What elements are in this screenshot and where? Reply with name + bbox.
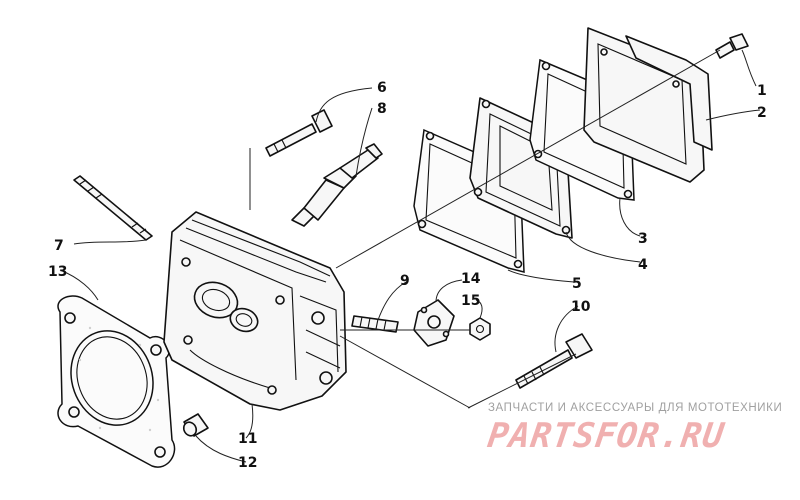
part-1-bolt bbox=[715, 33, 749, 59]
part-13-head-gasket bbox=[57, 295, 176, 468]
callout-11: 11 bbox=[238, 431, 257, 447]
part-12-dowel bbox=[182, 413, 209, 437]
callout-7: 7 bbox=[54, 238, 64, 254]
callout-1: 1 bbox=[757, 83, 767, 99]
part-2-valve-cover bbox=[583, 27, 713, 183]
callout-10: 10 bbox=[571, 299, 591, 315]
callout-leaders bbox=[59, 49, 761, 463]
callout-12: 12 bbox=[238, 455, 257, 471]
part-6-bolt bbox=[265, 109, 333, 157]
part-8-spark-plug bbox=[291, 143, 383, 227]
callout-14: 14 bbox=[461, 271, 481, 287]
part-9-stud bbox=[351, 315, 399, 333]
callout-3: 3 bbox=[638, 231, 648, 247]
callout-8: 8 bbox=[377, 101, 387, 117]
part-11-cylinder-head bbox=[163, 211, 347, 411]
watermark-brand: PARTSFOR.RU bbox=[485, 416, 727, 456]
callout-labels: 1 2 3 4 5 6 7 8 9 10 11 12 13 14 15 bbox=[48, 80, 767, 471]
watermark-tagline: ЗАПЧАСТИ И АКСЕССУАРЫ ДЛЯ МОТОТЕХНИКИ bbox=[488, 402, 783, 414]
callout-6: 6 bbox=[377, 80, 387, 96]
part-14-flange bbox=[413, 299, 455, 347]
callout-5: 5 bbox=[572, 276, 582, 292]
part-10-bolt bbox=[515, 333, 593, 389]
part-15-nut bbox=[469, 317, 491, 341]
callout-2: 2 bbox=[757, 105, 767, 121]
part-7-stud bbox=[73, 175, 153, 241]
assembly-axis-lines bbox=[249, 49, 721, 409]
callout-9: 9 bbox=[400, 273, 410, 289]
callout-13: 13 bbox=[48, 264, 67, 280]
callout-15: 15 bbox=[461, 293, 480, 309]
callout-4: 4 bbox=[638, 257, 648, 273]
